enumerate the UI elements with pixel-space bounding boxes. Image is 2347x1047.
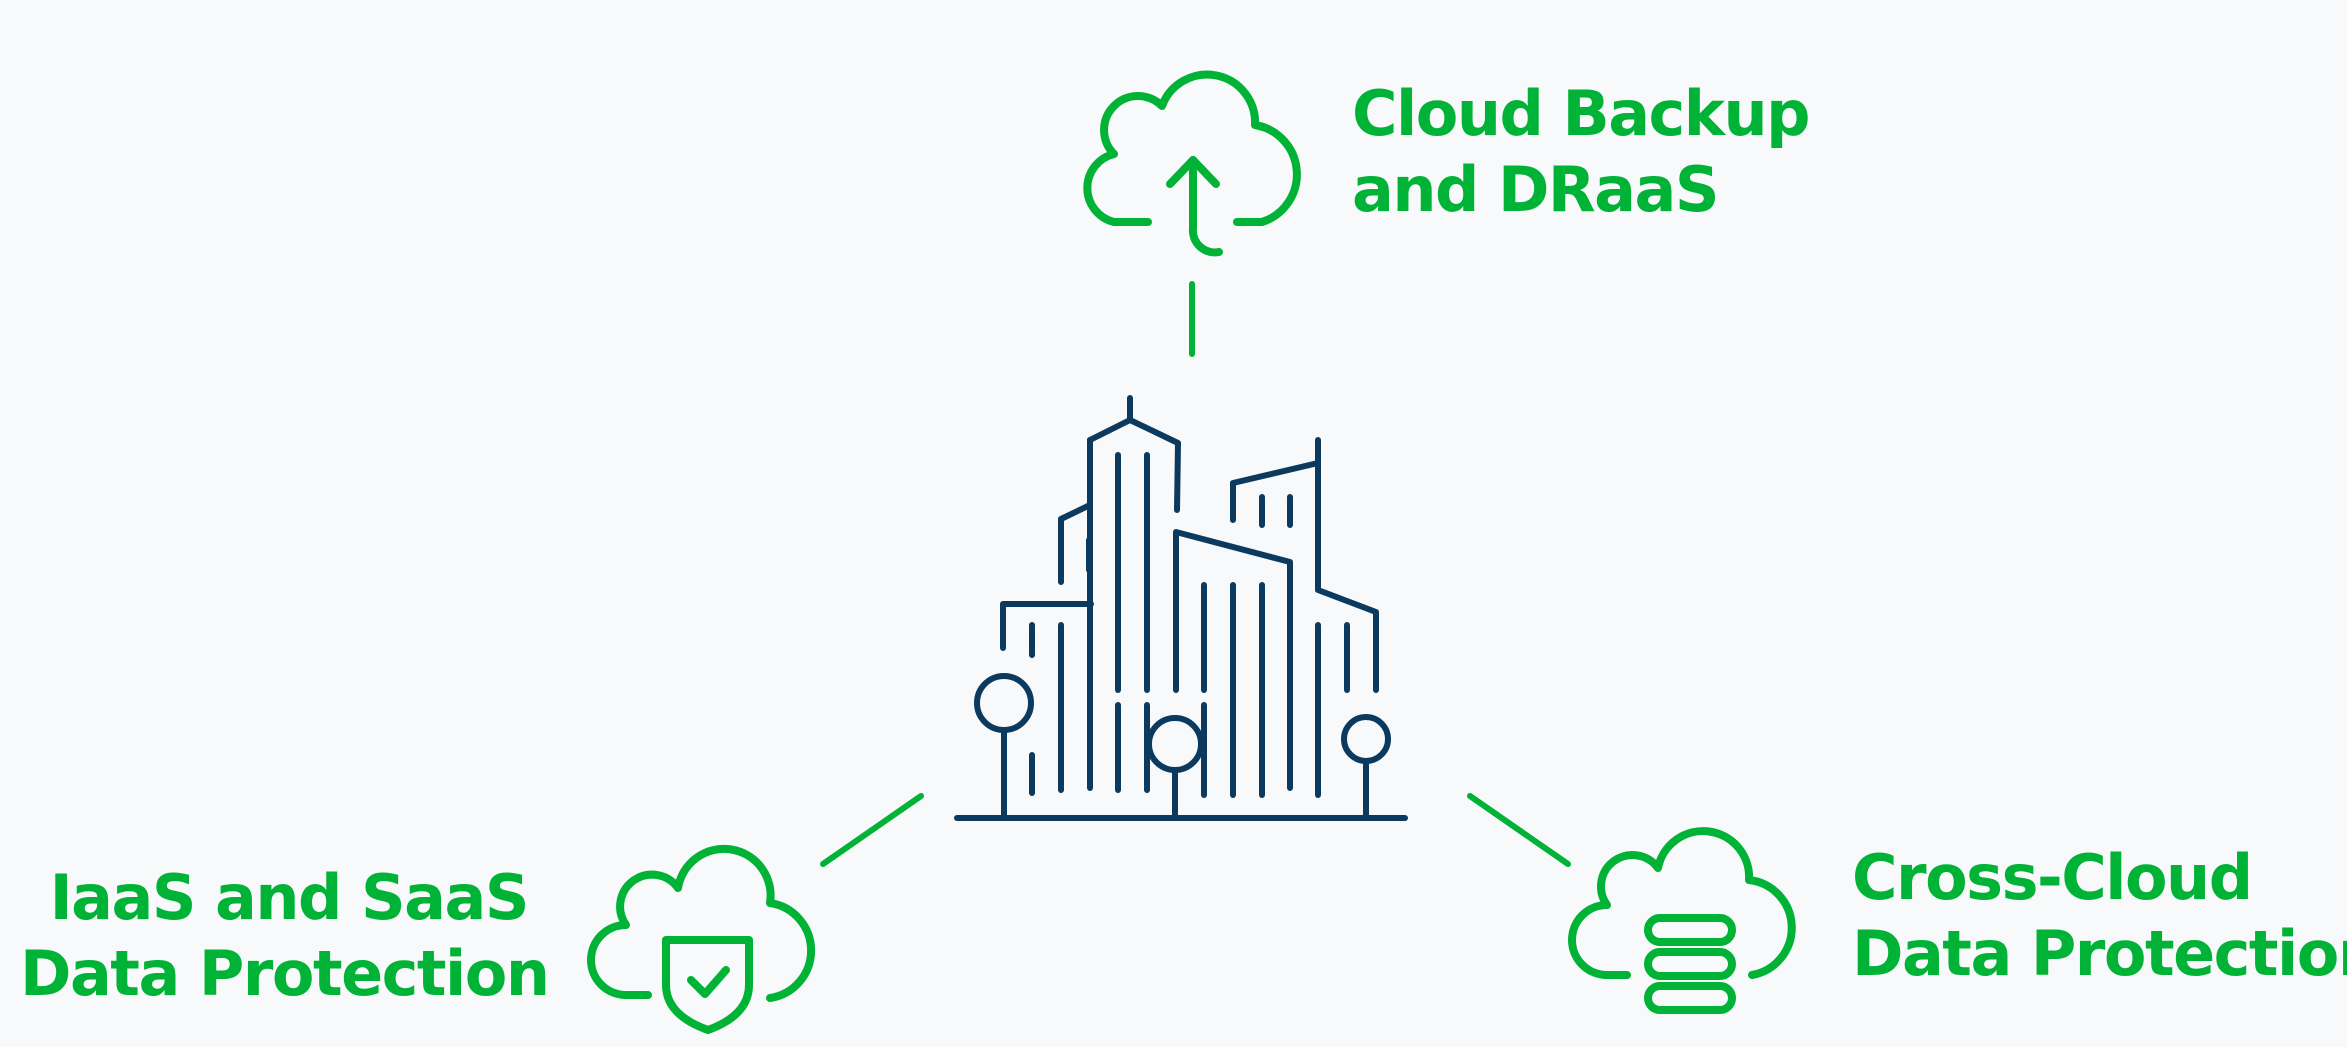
cloud-server-icon: [1568, 827, 1796, 1014]
cloud-upload-icon: [1083, 70, 1301, 257]
cloud-shield-icon: [587, 844, 816, 1034]
node-label-line: Cross-Cloud: [1852, 841, 2253, 914]
connector-right: [1467, 793, 1571, 867]
node-label-line: IaaS and SaaS: [49, 861, 530, 934]
connectors: [820, 281, 1571, 867]
node-label-line: Data Protection: [20, 937, 550, 1010]
node-label-line: Cloud Backup: [1352, 77, 1811, 150]
node-label-cloud-backup: Cloud Backup and DRaaS: [1352, 76, 1811, 228]
node-label-line: and DRaaS: [1352, 153, 1719, 226]
connector-left: [820, 793, 924, 867]
node-label-iaas-saas: IaaS and SaaS Data Protection: [20, 860, 550, 1012]
city-buildings-icon: [954, 395, 1408, 821]
node-label-line: Data Protection: [1852, 917, 2347, 990]
node-label-cross-cloud: Cross-Cloud Data Protection: [1852, 840, 2347, 992]
